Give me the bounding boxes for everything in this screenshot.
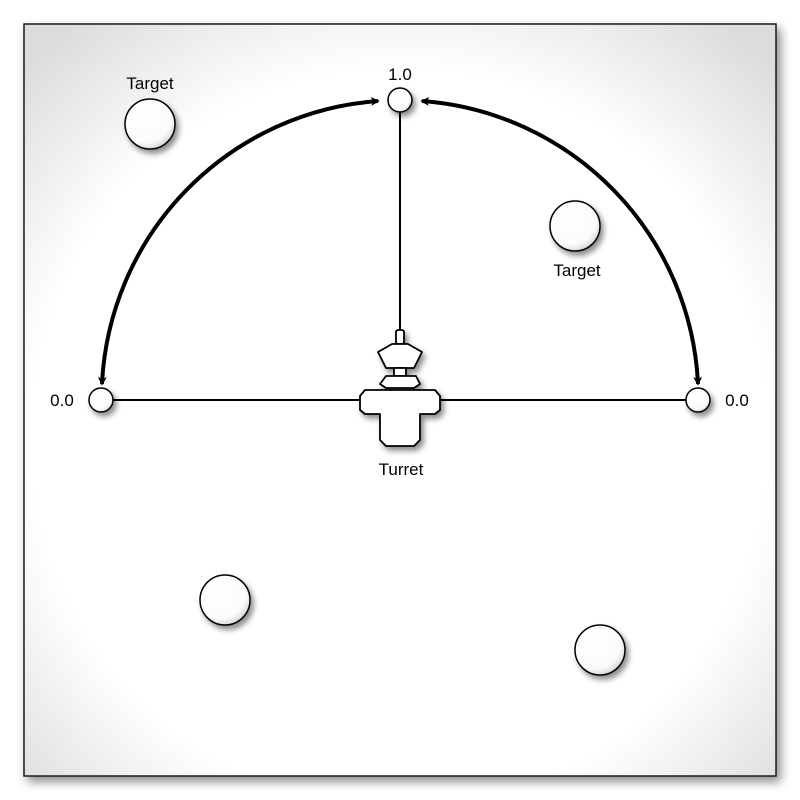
obstacle-icon-bottom-left: [199, 574, 251, 626]
right-value-label: 0.0: [725, 391, 749, 410]
top-endpoint-node-icon: [387, 87, 413, 113]
turret-icon: [359, 329, 441, 447]
left-arc-arrow: [97, 97, 380, 386]
turret-label: Turret: [379, 460, 424, 479]
top-value-label: 1.0: [388, 65, 412, 84]
left-endpoint-node-icon: [88, 387, 114, 413]
right-arc-arrow: [420, 97, 703, 386]
target-label-right: Target: [553, 261, 601, 280]
obstacle-icon-bottom-right: [574, 624, 626, 676]
target-icon-top-left: [124, 98, 176, 150]
right-endpoint-node-icon: [685, 387, 711, 413]
target-label-top-left: Target: [126, 74, 174, 93]
target-icon-right: [549, 200, 601, 252]
left-value-label: 0.0: [50, 391, 74, 410]
